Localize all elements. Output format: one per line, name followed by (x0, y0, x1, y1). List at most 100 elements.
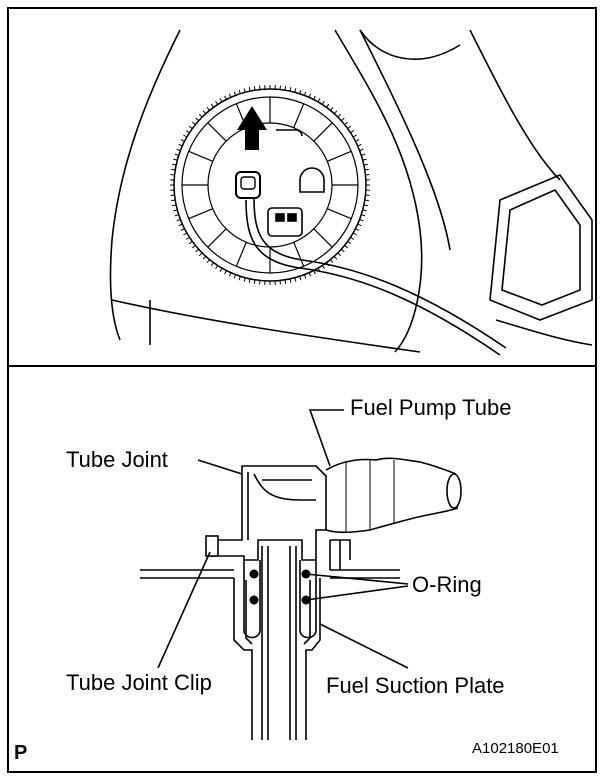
cross-section-illustration (140, 457, 462, 740)
gear-tooth (238, 89, 241, 94)
gear-tooth (174, 153, 179, 156)
gear-tooth (233, 274, 237, 279)
gear-tooth (330, 106, 334, 111)
gear-tooth (308, 272, 312, 277)
gear-tooth (364, 168, 369, 171)
gear-tooth (228, 272, 232, 277)
leader-fuel-suction-plate (319, 623, 409, 669)
gear-tooth (198, 113, 203, 118)
gear-tooth (185, 236, 190, 240)
gear-tooth (347, 241, 352, 245)
ring-spoke (188, 150, 213, 162)
gear-tooth (198, 252, 203, 257)
gear-tooth (355, 228, 360, 231)
figure-code: A102180E01 (472, 740, 559, 757)
leader-tube-joint-clip (157, 551, 211, 669)
gear-tooth (219, 267, 223, 272)
gear-tooth (219, 98, 223, 103)
gear-tooth (188, 125, 193, 129)
pump-lock-ring (170, 85, 370, 285)
gear-tooth (303, 274, 307, 279)
gear-tooth (176, 148, 181, 152)
gear-tooth (362, 158, 367, 161)
gear-tooth (289, 278, 292, 283)
gear-tooth (359, 218, 364, 222)
gear-tooth (248, 278, 251, 283)
ring-spoke (207, 228, 227, 248)
gear-tooth (313, 95, 316, 100)
gear-tooth (321, 265, 325, 270)
gear-tooth (303, 91, 307, 96)
gear-tooth (330, 259, 334, 264)
gear-tooth (173, 158, 178, 161)
ring-spoke (207, 122, 227, 142)
gear-tooth (344, 121, 349, 125)
ring-spoke (293, 242, 305, 267)
ring-spoke (327, 150, 352, 162)
gear-tooth (284, 279, 287, 284)
gear-tooth (172, 163, 177, 166)
gear-tooth (243, 88, 246, 93)
gear-tooth (174, 214, 179, 217)
gear-tooth (341, 248, 345, 253)
gear-tooth (215, 100, 219, 105)
leader-lines (157, 409, 409, 669)
ring-spoke (327, 208, 352, 220)
gear-tooth (248, 87, 251, 92)
gear-tooth (185, 130, 190, 134)
gear-tooth (361, 153, 366, 156)
gear-tooth (206, 106, 210, 111)
gear-tooth (195, 248, 199, 253)
gear-tooth (183, 232, 188, 236)
ring-spoke (188, 208, 213, 220)
gear-tooth (178, 223, 183, 227)
gear-tooth (362, 209, 367, 212)
gear-tooth (210, 262, 214, 267)
gear-tooth (253, 86, 256, 91)
o-ring-dot (249, 595, 259, 605)
gear-tooth (206, 259, 210, 264)
ring-spoke (293, 103, 305, 128)
pump-connectors (267, 129, 325, 237)
gear-tooth (243, 277, 246, 282)
gear-tooth (357, 223, 362, 227)
gear-tooth (333, 256, 338, 260)
gear-tooth (326, 103, 330, 108)
gear-tooth (321, 100, 325, 105)
gear-tooth (224, 95, 227, 100)
gear-tooth (228, 93, 232, 98)
leader-o-ring-upper (305, 573, 409, 585)
gear-tooth (178, 143, 183, 147)
gear-tooth (337, 113, 342, 118)
gear-tooth (359, 148, 364, 152)
gear-tooth (202, 110, 207, 114)
ring-spoke (313, 122, 333, 142)
leader-fuel-pump-tube (308, 409, 344, 467)
gear-tooth (238, 276, 241, 281)
gear-tooth (363, 163, 368, 166)
label-tube-joint-clip: Tube Joint Clip (66, 670, 212, 695)
pull-up-arrow-icon (237, 106, 267, 150)
ring-spoke (313, 228, 333, 248)
gear-tooth (294, 88, 297, 93)
gear-tooth (350, 236, 355, 240)
gear-tooth (363, 204, 368, 207)
gear-tooth (191, 245, 196, 249)
gear-tooth (299, 276, 302, 281)
top-view-illustration (109, 29, 593, 353)
label-o-ring: O-Ring (412, 572, 482, 597)
gear-tooth (313, 270, 316, 275)
gear-tooth (364, 199, 369, 202)
gear-tooth (202, 256, 207, 260)
gear-tooth (333, 110, 338, 114)
gear-tooth (344, 245, 349, 249)
gear-tooth (171, 199, 176, 202)
gear-tooth (253, 279, 256, 284)
fuel-line-top (235, 171, 507, 356)
gear-tooth (299, 89, 302, 94)
gear-tooth (224, 270, 227, 275)
gear-tooth (183, 134, 188, 138)
gear-tooth (317, 98, 321, 103)
gear-tooth (180, 228, 185, 231)
